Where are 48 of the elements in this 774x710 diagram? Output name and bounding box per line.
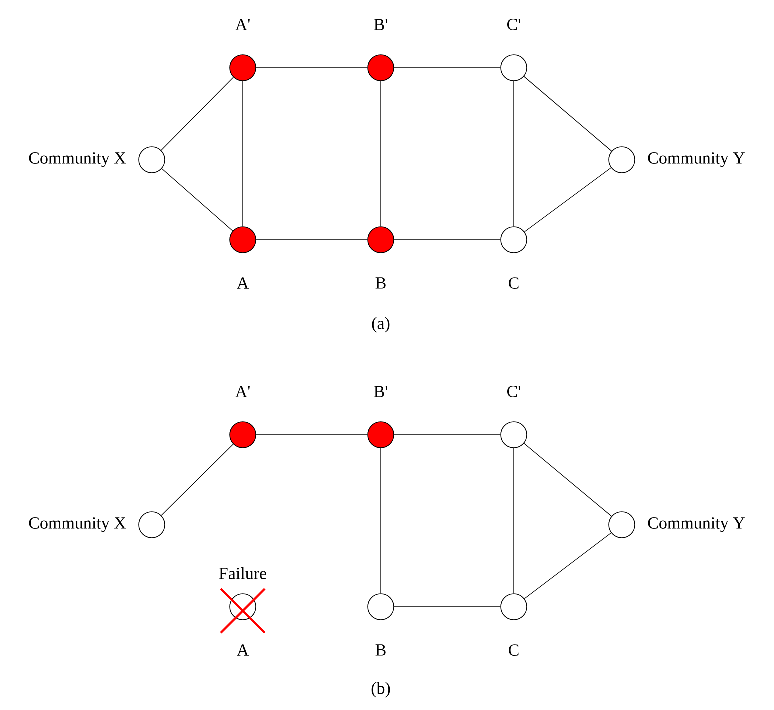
node-label: A xyxy=(237,278,250,289)
node-label: Community Y xyxy=(648,152,745,168)
node-circle xyxy=(368,19,394,82)
link-line xyxy=(161,444,234,516)
link-line xyxy=(161,77,234,151)
node-circle xyxy=(500,386,528,448)
node-circle xyxy=(230,19,256,82)
node-label: B' xyxy=(374,19,388,30)
node-circle xyxy=(608,512,745,538)
node-label: A xyxy=(237,644,250,656)
node-circle xyxy=(219,567,266,656)
link-line xyxy=(256,434,368,436)
link-line xyxy=(162,168,234,232)
node-label: Community X xyxy=(29,152,126,168)
node-label: Community X xyxy=(29,518,126,532)
node-circle xyxy=(608,146,745,174)
node-circle xyxy=(230,226,256,289)
node-label: A' xyxy=(236,19,250,30)
node-circle xyxy=(500,226,528,290)
panel-caption: (b) xyxy=(372,682,390,698)
node-label: A' xyxy=(236,386,250,398)
node-circle xyxy=(500,594,528,656)
node-label: B xyxy=(376,644,386,656)
link-line xyxy=(394,606,501,608)
link-line xyxy=(394,434,501,436)
link-line xyxy=(380,81,382,227)
node-circle xyxy=(368,594,394,656)
node-label: C xyxy=(509,644,519,656)
link-line xyxy=(242,81,244,227)
node-circle xyxy=(368,226,394,289)
node-label: B' xyxy=(374,386,388,398)
node-circle xyxy=(29,512,166,538)
node-circle xyxy=(29,146,166,174)
node-label: C' xyxy=(508,386,520,398)
node-label: B xyxy=(376,278,386,289)
node-label: Community Y xyxy=(648,518,745,532)
link-line xyxy=(380,448,382,594)
node-circle xyxy=(368,386,394,448)
link-line xyxy=(524,532,612,600)
link-line xyxy=(524,76,612,152)
node-circle xyxy=(230,386,256,448)
node-label: C' xyxy=(508,18,520,30)
link-line xyxy=(524,443,612,517)
node-label: C xyxy=(509,278,519,290)
panel-caption: (a) xyxy=(372,317,390,333)
node-circle xyxy=(500,18,528,82)
failure-label: Failure xyxy=(219,567,266,580)
link-line xyxy=(524,168,612,232)
